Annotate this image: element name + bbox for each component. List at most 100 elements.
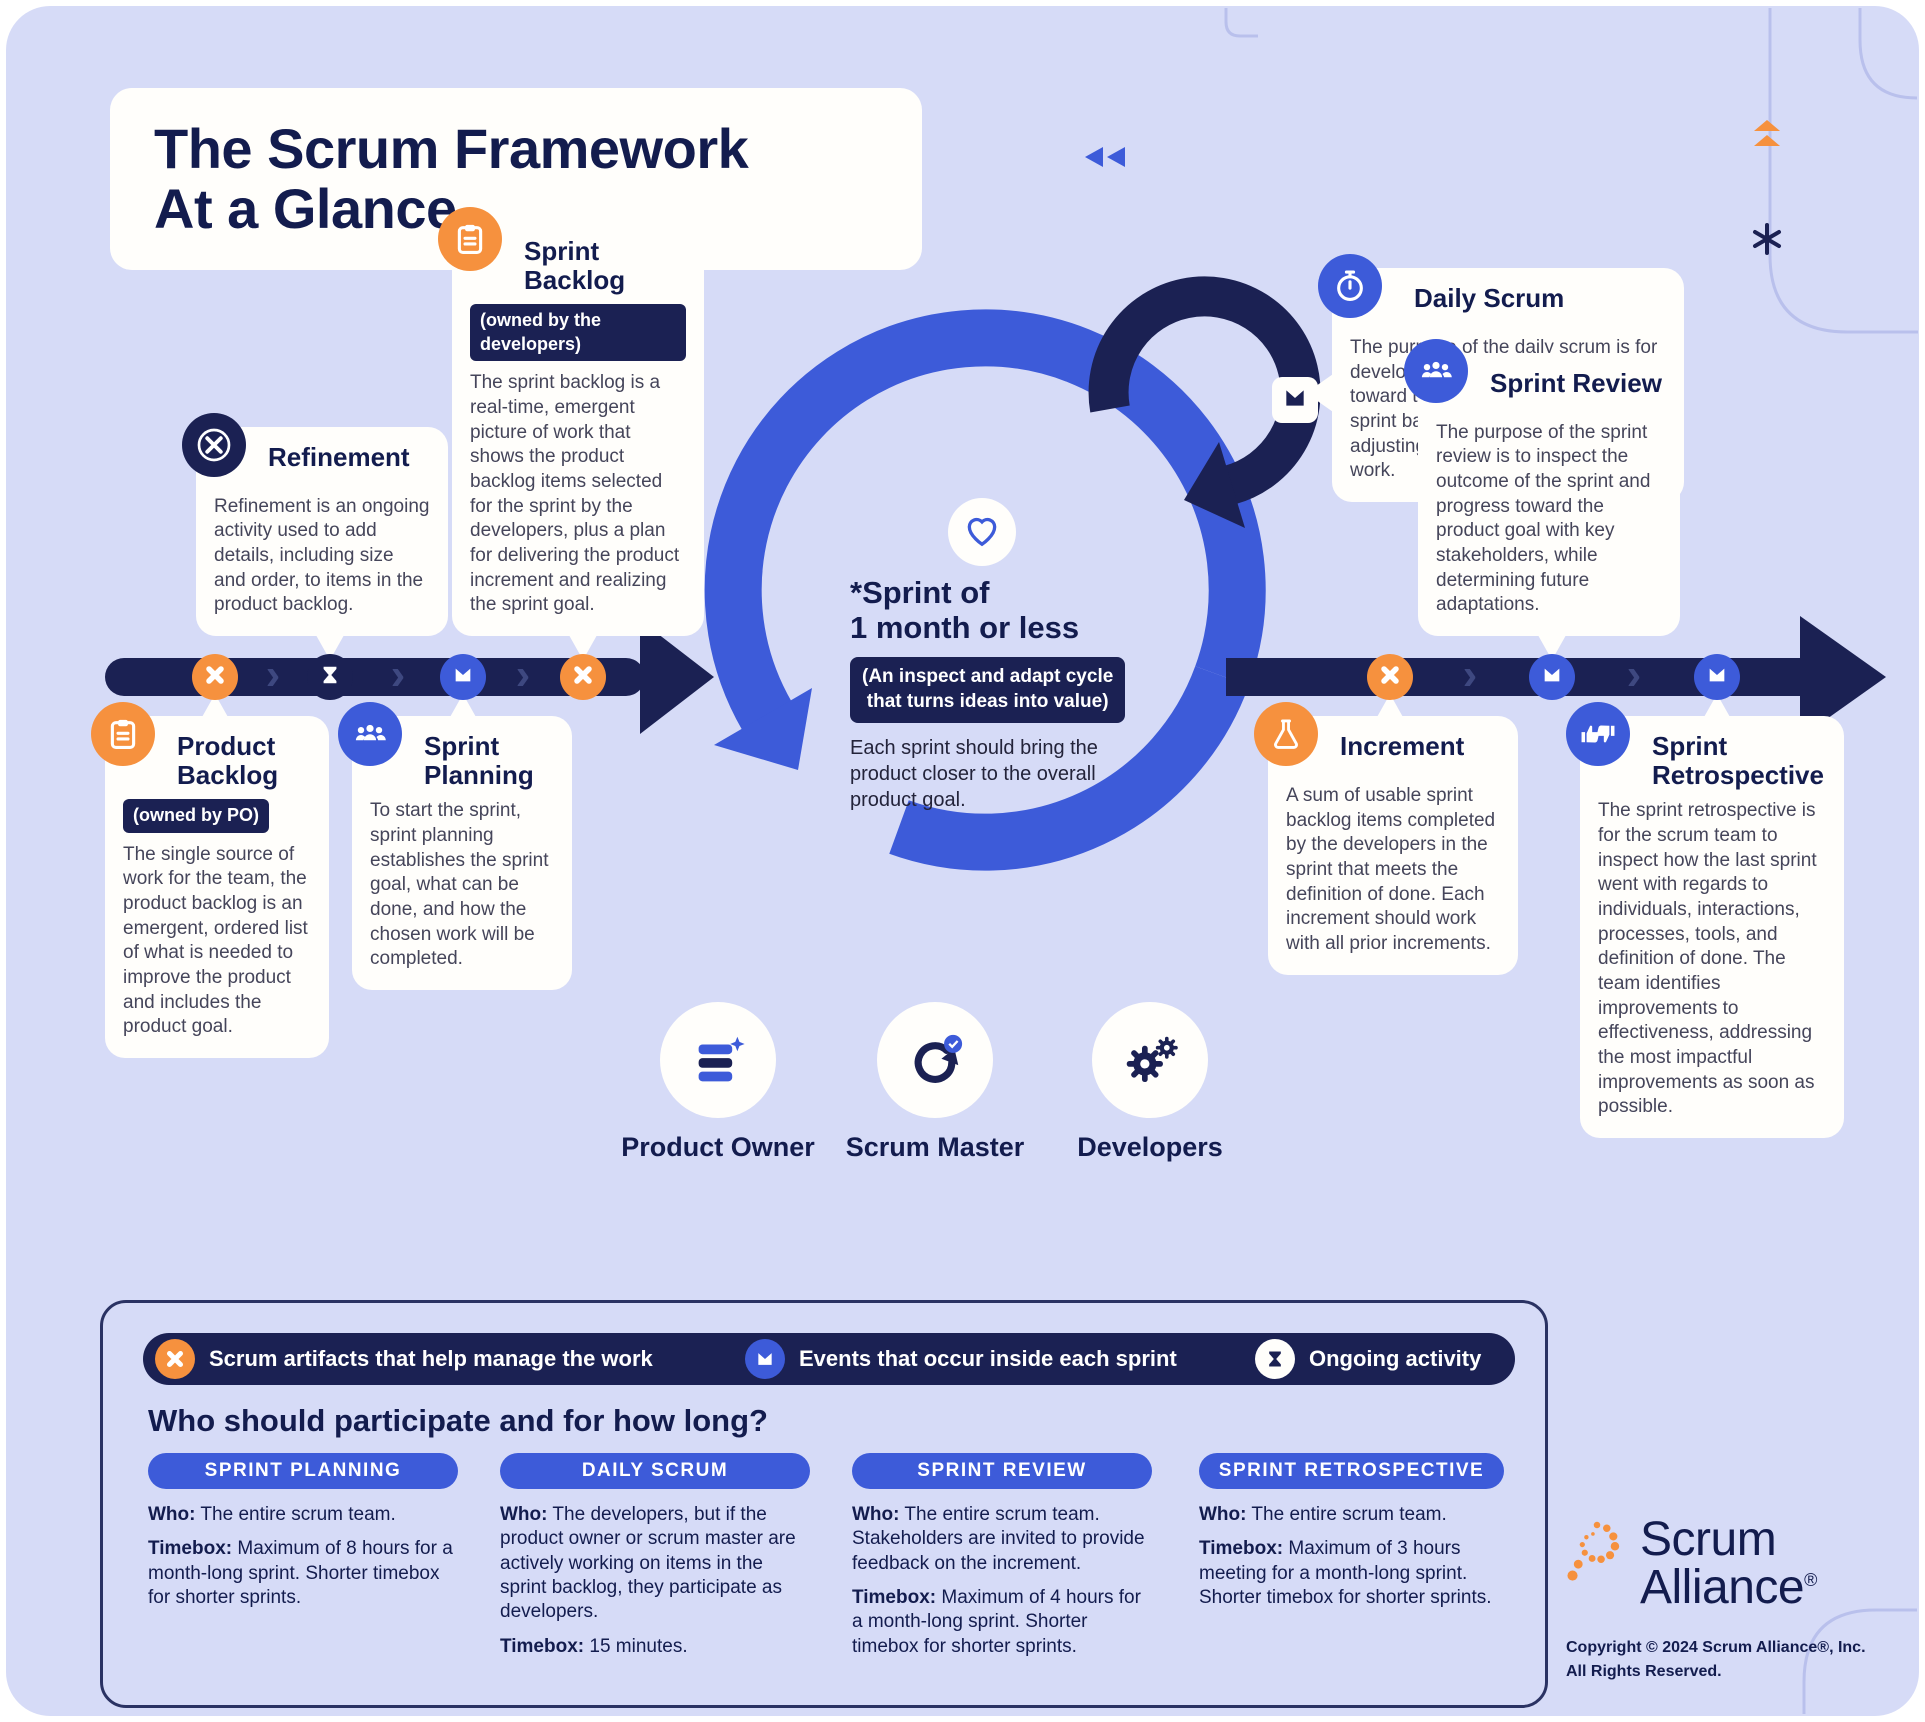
sprint-backlog-card: Sprint Backlog (owned by the developers)…: [438, 207, 704, 636]
artifact-x-icon: [203, 663, 227, 692]
participation-col-daily-scrum: DAILY SCRUM Who: The developers, but if …: [500, 1453, 810, 1669]
event-m-icon: [1282, 385, 1308, 416]
sprint-backlog-body: The sprint backlog is a real-time, emerg…: [470, 372, 680, 616]
refinement-icon: [182, 412, 246, 477]
legend-artifacts-label: Scrum artifacts that help manage the wor…: [209, 1346, 653, 1371]
sprint-center-block: *Sprint of 1 month or less (An inspect a…: [850, 575, 1144, 813]
scrum-alliance-logo: Scrum Alliance®: [1566, 1516, 1817, 1612]
legend-ongoing: Ongoing activity: [1255, 1339, 1481, 1379]
product-backlog-owner-badge: (owned by PO): [123, 799, 269, 833]
copyright-text: Copyright © 2024 Scrum Alliance®, Inc. A…: [1566, 1639, 1866, 1680]
rewind-icon: [1082, 145, 1128, 174]
refinement-body: Refinement is an ongoing activity used t…: [214, 495, 430, 616]
event-m-icon: [745, 1339, 785, 1379]
sprint-goal-note: Each sprint should bring the product clo…: [850, 736, 1098, 811]
registered-mark: ®: [1804, 1570, 1817, 1590]
increment-body: A sum of usable sprint backlog items com…: [1286, 785, 1496, 955]
sprint-planning-card: Sprint Planning To start the sprint, spr…: [338, 702, 572, 990]
product-owner-icon: [660, 1002, 776, 1118]
timeline-chevron: ›: [390, 650, 406, 699]
artifact-node-sprint-backlog: [560, 654, 606, 700]
event-node-sprint-review: [1529, 654, 1575, 700]
ongoing-node-refinement: [307, 654, 353, 700]
col-header: SPRINT PLANNING: [148, 1453, 458, 1489]
legend-ongoing-label: Ongoing activity: [1309, 1346, 1482, 1371]
artifact-node-increment: [1367, 654, 1413, 700]
timeline-chevron: ›: [1626, 650, 1642, 699]
clipboard-icon: [438, 207, 502, 272]
event-m-icon: [1541, 664, 1563, 691]
event-node-sprint-retrospective: [1694, 654, 1740, 700]
who-line: Who: The entire scrum team.: [1199, 1504, 1447, 1525]
timeline-chevron: ›: [1462, 650, 1478, 699]
legend-events-label: Events that occur inside each sprint: [799, 1346, 1177, 1371]
event-m-icon: [1706, 664, 1728, 691]
sprint-retrospective-body: The sprint retrospective is for the scru…: [1598, 800, 1817, 1118]
daily-scrum-event-marker: [1272, 377, 1318, 423]
artifact-node-product-backlog: [192, 654, 238, 700]
increment-card: Increment A sum of usable sprint backlog…: [1254, 702, 1518, 975]
double-up-arrows-icon: [1752, 120, 1782, 157]
participation-col-sprint-retrospective: SPRINT RETROSPECTIVE Who: The entire scr…: [1199, 1453, 1504, 1620]
increment-title: Increment: [1340, 731, 1465, 761]
developers-gears-icon: [1092, 1002, 1208, 1118]
event-node-sprint-planning: [440, 654, 486, 700]
product-backlog-title: Product Backlog: [177, 731, 279, 790]
who-line: Who: The entire scrum team. Stakeholders…: [852, 1504, 1145, 1574]
sprint-review-card: Sprint Review The purpose of the sprint …: [1404, 338, 1680, 636]
legend-bar: Scrum artifacts that help manage the wor…: [143, 1333, 1515, 1385]
scrum-alliance-wordmark: Scrum Alliance®: [1640, 1513, 1817, 1614]
sprint-retrospective-title: Sprint Retrospective: [1652, 731, 1824, 790]
scrum-master-icon: [877, 1002, 993, 1118]
legend-artifacts: Scrum artifacts that help manage the wor…: [155, 1339, 653, 1379]
artifact-x-icon: [155, 1339, 195, 1379]
col-header: SPRINT REVIEW: [852, 1453, 1152, 1489]
scrum-alliance-logo-mark: [1566, 1516, 1628, 1601]
timer-icon: [1318, 254, 1382, 318]
artifact-x-icon: [1378, 663, 1402, 692]
participation-col-sprint-planning: SPRINT PLANNING Who: The entire scrum te…: [148, 1453, 458, 1620]
sprint-backlog-title: Sprint Backlog: [524, 236, 626, 295]
heart-icon: [963, 511, 1001, 554]
col-header: SPRINT RETROSPECTIVE: [1199, 1453, 1504, 1489]
hourglass-icon: [1255, 1339, 1295, 1379]
heart-badge: [948, 498, 1016, 566]
timebox-line: Timebox: Maximum of 4 hours for a month-…: [852, 1586, 1141, 1657]
who-line: Who: The entire scrum team.: [148, 1504, 396, 1525]
product-backlog-body: The single source of work for the team, …: [123, 843, 308, 1038]
who-line: Who: The developers, but if the product …: [500, 1504, 796, 1623]
people-icon: [338, 702, 402, 766]
product-backlog-card: Product Backlog (owned by PO) The single…: [91, 702, 329, 1059]
sprint-planning-title: Sprint Planning: [424, 731, 534, 790]
refinement-card: Refinement Refinement is an ongoing acti…: [182, 412, 448, 636]
developers-label: Developers: [1077, 1132, 1223, 1162]
timeline-left: [105, 620, 714, 734]
sprint-cycle-badge: (An inspect and adapt cycle that turns i…: [850, 657, 1126, 723]
event-m-icon: [452, 664, 474, 691]
asterisk-icon: [1750, 222, 1784, 261]
col-header: DAILY SCRUM: [500, 1453, 810, 1489]
people-icon: [1404, 338, 1468, 403]
sprint-review-title: Sprint Review: [1490, 367, 1662, 398]
sprint-planning-body: To start the sprint, sprint planning est…: [370, 800, 549, 970]
legend-events: Events that occur inside each sprint: [745, 1339, 1177, 1379]
product-owner-label: Product Owner: [621, 1132, 815, 1162]
sprint-review-body: The purpose of the sprint review is to i…: [1436, 421, 1651, 616]
sprint-retrospective-card: Sprint Retrospective The sprint retrospe…: [1566, 702, 1844, 1139]
timeline-chevron: ›: [515, 650, 531, 699]
timebox-line: Timebox: Maximum of 8 hours for a month-…: [148, 1538, 453, 1608]
thumbs-up-down-icon: [1566, 702, 1630, 766]
decorative-corner-lines: [1224, 8, 1918, 1714]
role-product-owner: Product Owner: [608, 1002, 828, 1163]
sprint-length-title: *Sprint of 1 month or less: [850, 575, 1080, 645]
role-developers: Developers: [1040, 1002, 1260, 1163]
timebox-line: Timebox: 15 minutes.: [500, 1635, 688, 1657]
refinement-title: Refinement: [268, 441, 410, 472]
flask-icon: [1254, 702, 1318, 766]
hourglass-icon: [319, 664, 341, 691]
artifact-x-icon: [571, 663, 595, 692]
daily-scrum-title: Daily Scrum: [1414, 283, 1565, 313]
participation-col-sprint-review: SPRINT REVIEW Who: The entire scrum team…: [852, 1453, 1152, 1669]
page-title: The Scrum Framework At a Glance: [154, 116, 749, 240]
